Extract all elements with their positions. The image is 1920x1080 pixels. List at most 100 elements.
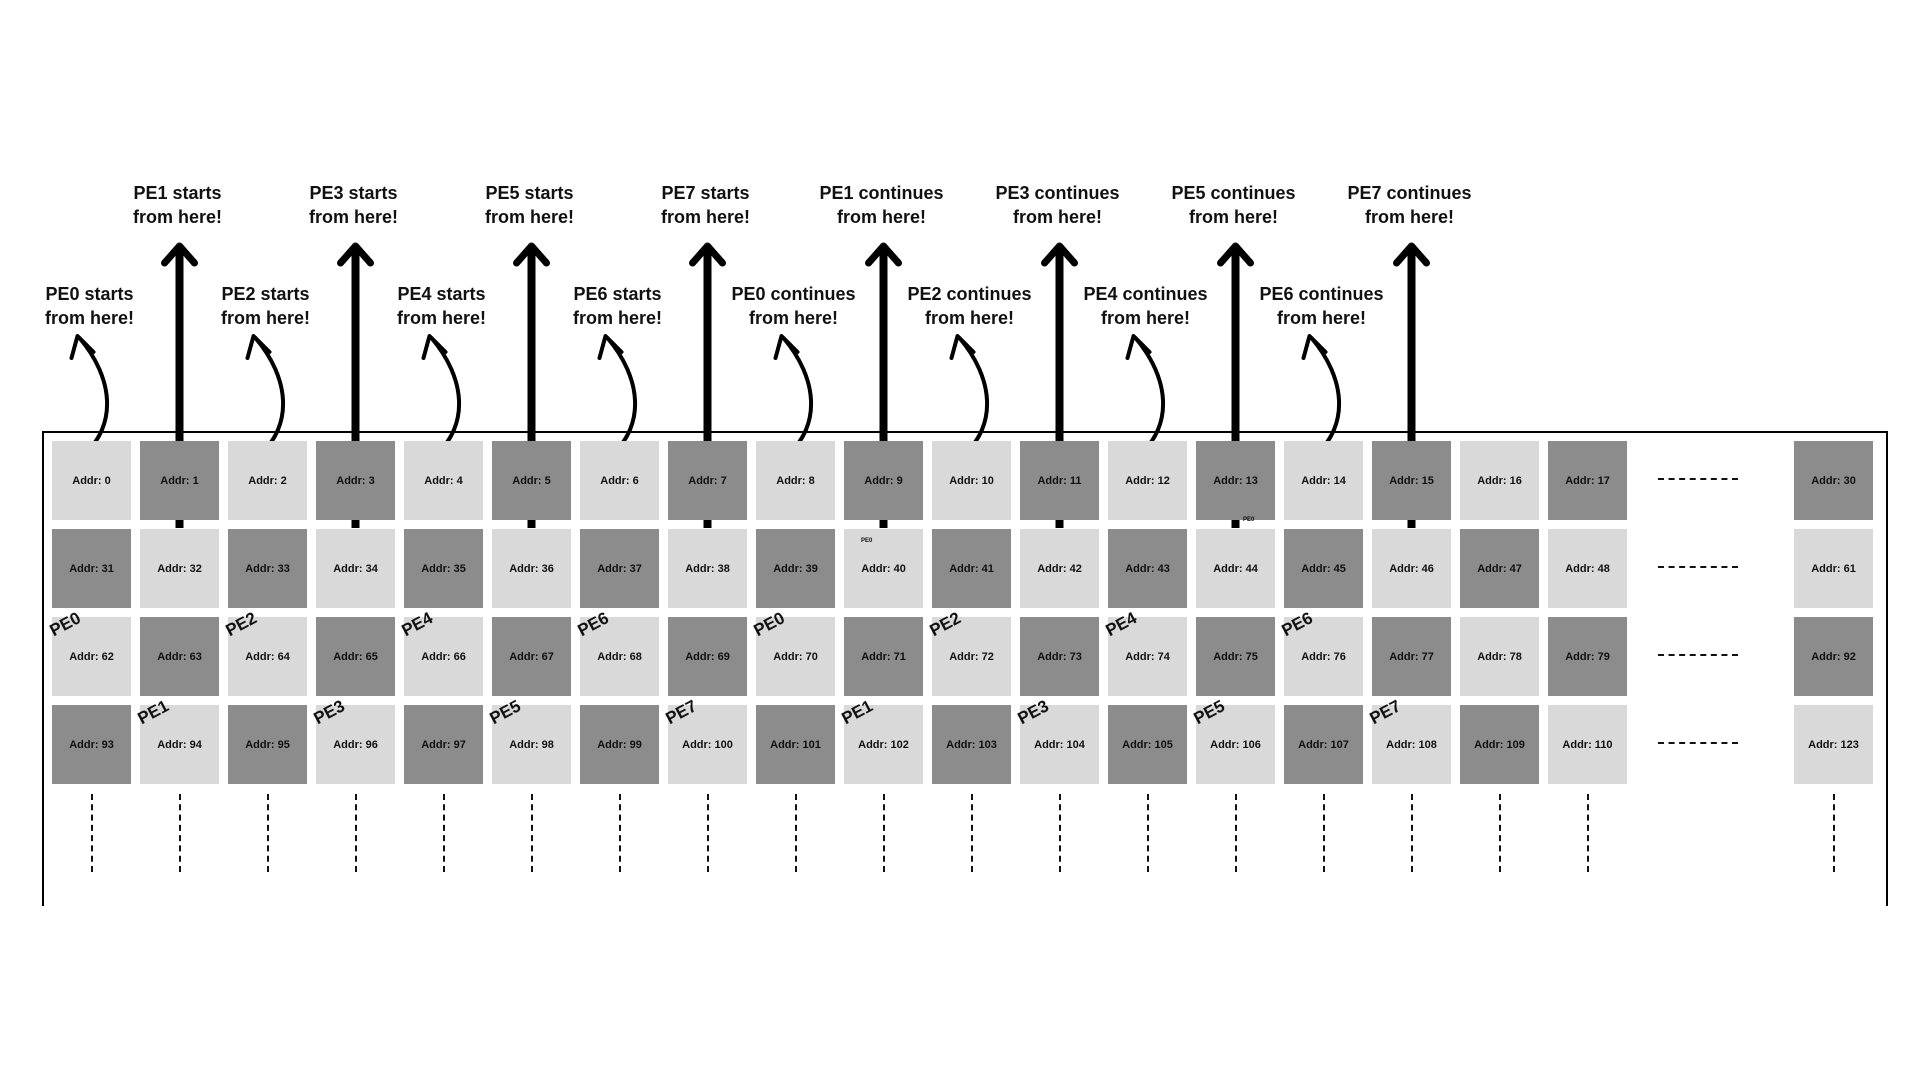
column-continuation-line xyxy=(882,794,885,872)
memory-cell: Addr: 42 xyxy=(1020,529,1099,608)
row-ellipsis xyxy=(1658,742,1738,744)
cell-address-label: Addr: 0 xyxy=(72,474,111,487)
tall-arrow-head xyxy=(1393,242,1430,267)
memory-cell: Addr: 45 xyxy=(1284,529,1363,608)
cell-address-label: Addr: 65 xyxy=(333,650,378,663)
cell-address-label: Addr: 79 xyxy=(1565,650,1610,663)
memory-cell: Addr: 61 xyxy=(1794,529,1873,608)
memory-cell: Addr: 106 xyxy=(1196,705,1275,784)
column-continuation-line xyxy=(970,794,973,872)
annotation-line-2: from here! xyxy=(1364,207,1454,227)
column-continuation-line xyxy=(1832,794,1835,872)
cell-address-label: Addr: 107 xyxy=(1298,738,1349,751)
annotation-line-1: PE3 starts xyxy=(309,183,398,203)
annotation-line-2: from here! xyxy=(44,308,134,328)
memory-cell: Addr: 30 xyxy=(1794,441,1873,520)
cell-address-label: Addr: 45 xyxy=(1301,562,1346,575)
cell-address-label: Addr: 62 xyxy=(69,650,114,663)
cell-address-label: Addr: 41 xyxy=(949,562,994,575)
cell-address-label: Addr: 93 xyxy=(69,738,114,751)
memory-cell: Addr: 102 xyxy=(844,705,923,784)
annotation-line-2: from here! xyxy=(308,207,398,227)
memory-cell: Addr: 110 xyxy=(1548,705,1627,784)
memory-cell: Addr: 95 xyxy=(228,705,307,784)
memory-cell: Addr: 101 xyxy=(756,705,835,784)
memory-cell: Addr: 43 xyxy=(1108,529,1187,608)
memory-cell: Addr: 63 xyxy=(140,617,219,696)
annotation-line-1: PE2 continues xyxy=(907,284,1032,304)
memory-cell: Addr: 10 xyxy=(932,441,1011,520)
memory-cell: Addr: 3 xyxy=(316,441,395,520)
memory-cell: Addr: 9 xyxy=(844,441,923,520)
annotation-line-2: from here! xyxy=(1188,207,1278,227)
annotation-line-2: from here! xyxy=(396,308,486,328)
column-continuation-line xyxy=(1234,794,1237,872)
column-continuation-line xyxy=(1498,794,1501,872)
column-continuation-line xyxy=(794,794,797,872)
cell-address-label: Addr: 14 xyxy=(1301,474,1346,487)
curved-arrow-head xyxy=(69,334,96,360)
annotation-line-2: from here! xyxy=(1012,207,1102,227)
memory-cell: Addr: 13 xyxy=(1196,441,1275,520)
memory-cell: Addr: 97 xyxy=(404,705,483,784)
memory-cell: Addr: 47 xyxy=(1460,529,1539,608)
cell-address-label: Addr: 108 xyxy=(1386,738,1437,751)
cell-address-label: Addr: 8 xyxy=(776,474,815,487)
tall-arrow-head xyxy=(689,242,726,267)
column-continuation-line xyxy=(530,794,533,872)
row-ellipsis xyxy=(1658,654,1738,656)
cell-address-label: Addr: 105 xyxy=(1122,738,1173,751)
memory-cell: Addr: 35 xyxy=(404,529,483,608)
memory-cell: Addr: 108 xyxy=(1372,705,1451,784)
annotation-line-2: from here! xyxy=(220,308,310,328)
cell-address-label: Addr: 4 xyxy=(424,474,463,487)
cell-address-label: Addr: 36 xyxy=(509,562,554,575)
small-pe-label: PE0 xyxy=(861,538,873,544)
tall-arrow-head xyxy=(865,242,902,267)
cell-address-label: Addr: 5 xyxy=(512,474,551,487)
memory-cell: Addr: 40 xyxy=(844,529,923,608)
memory-cell: Addr: 78 xyxy=(1460,617,1539,696)
memory-cell: Addr: 68 xyxy=(580,617,659,696)
cell-address-label: Addr: 61 xyxy=(1811,562,1856,575)
memory-cell: Addr: 75 xyxy=(1196,617,1275,696)
row-ellipsis xyxy=(1658,478,1738,480)
cell-address-label: Addr: 76 xyxy=(1301,650,1346,663)
memory-cell: Addr: 107 xyxy=(1284,705,1363,784)
memory-cell: Addr: 38 xyxy=(668,529,747,608)
memory-cell: Addr: 15 xyxy=(1372,441,1451,520)
tall-arrow-head xyxy=(337,242,374,267)
cell-address-label: Addr: 72 xyxy=(949,650,994,663)
memory-cell: Addr: 2 xyxy=(228,441,307,520)
cell-address-label: Addr: 94 xyxy=(157,738,202,751)
memory-cell: Addr: 66 xyxy=(404,617,483,696)
cell-address-label: Addr: 66 xyxy=(421,650,466,663)
memory-cell: Addr: 17 xyxy=(1548,441,1627,520)
memory-cell: Addr: 74 xyxy=(1108,617,1187,696)
column-continuation-line xyxy=(618,794,621,872)
memory-cell: Addr: 4 xyxy=(404,441,483,520)
annotation-line-1: PE1 continues xyxy=(819,183,944,203)
annotation-line-2: from here! xyxy=(660,207,750,227)
curved-arrow-head xyxy=(949,334,976,360)
memory-cell: Addr: 11 xyxy=(1020,441,1099,520)
cell-address-label: Addr: 9 xyxy=(864,474,903,487)
memory-cell: Addr: 0 xyxy=(52,441,131,520)
cell-address-label: Addr: 12 xyxy=(1125,474,1170,487)
annotation-line-1: PE4 starts xyxy=(397,284,486,304)
column-continuation-line xyxy=(178,794,181,872)
cell-address-label: Addr: 6 xyxy=(600,474,639,487)
cell-address-label: Addr: 69 xyxy=(685,650,730,663)
cell-address-label: Addr: 7 xyxy=(688,474,727,487)
annotation-line-2: from here! xyxy=(572,308,662,328)
pe-start-annotation: PE3 continues from here! xyxy=(988,181,1128,229)
annotation-line-1: PE3 continues xyxy=(995,183,1120,203)
cell-address-label: Addr: 110 xyxy=(1562,738,1613,751)
cell-address-label: Addr: 35 xyxy=(421,562,466,575)
memory-cell: Addr: 34 xyxy=(316,529,395,608)
